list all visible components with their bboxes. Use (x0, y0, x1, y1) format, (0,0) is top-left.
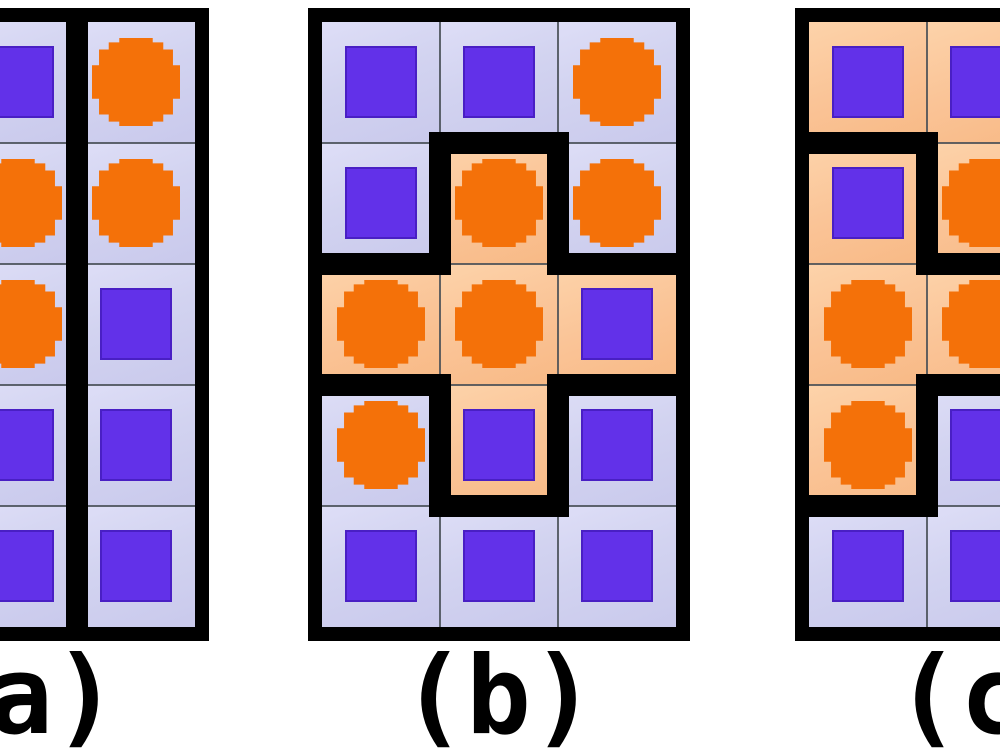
orange-disc-marker (942, 159, 1000, 247)
grid-line (809, 384, 1000, 386)
region-border (798, 495, 938, 517)
grid-line (0, 142, 195, 144)
panel-grid (0, 11, 195, 638)
orange-disc-marker (92, 38, 180, 126)
grid-line (322, 263, 676, 265)
orange-disc-marker (337, 280, 425, 368)
panel-label-a: (a) (0, 634, 119, 750)
panel-grid (311, 22, 687, 627)
grid-line (0, 384, 195, 386)
orange-disc-marker (337, 401, 425, 489)
purple-square-marker (950, 46, 1000, 118)
purple-square-marker (581, 409, 653, 481)
purple-square-marker (345, 46, 417, 118)
orange-disc-marker (824, 280, 912, 368)
orange-disc-marker (455, 280, 543, 368)
panel-a (0, 8, 209, 641)
purple-square-marker (581, 530, 653, 602)
region-border (916, 374, 938, 517)
purple-square-marker (832, 46, 904, 118)
region-border (916, 132, 938, 275)
orange-disc-marker (573, 38, 661, 126)
grid-line (322, 384, 676, 386)
region-border (311, 253, 451, 275)
orange-disc-marker (824, 401, 912, 489)
grid-line (926, 22, 928, 627)
grid-line (557, 22, 559, 627)
purple-square-marker (832, 167, 904, 239)
purple-square-marker (100, 530, 172, 602)
orange-disc-marker (92, 159, 180, 247)
region-border (66, 253, 88, 396)
panel-label-b: (b) (401, 634, 597, 750)
purple-square-marker (463, 409, 535, 481)
purple-square-marker (463, 530, 535, 602)
region-border (66, 132, 88, 275)
region-border (429, 132, 569, 154)
region-border (547, 374, 569, 517)
panel-grid (798, 22, 1000, 627)
grid-line (0, 263, 195, 265)
region-border (916, 253, 1000, 275)
purple-square-marker (100, 288, 172, 360)
grid-line (809, 263, 1000, 265)
purple-square-marker (345, 167, 417, 239)
purple-square-marker (832, 530, 904, 602)
purple-square-marker (0, 530, 54, 602)
purple-square-marker (0, 46, 54, 118)
orange-disc-marker (0, 280, 62, 368)
panel-c (795, 8, 1000, 641)
orange-disc-marker (573, 159, 661, 247)
orange-disc-marker (455, 159, 543, 247)
region-border (798, 132, 938, 154)
region-border (66, 374, 88, 517)
purple-square-marker (950, 409, 1000, 481)
region-border (66, 495, 88, 638)
grid-line (439, 22, 441, 627)
purple-square-marker (100, 409, 172, 481)
region-border (547, 253, 687, 275)
region-border (429, 374, 451, 517)
panel-label-c: (c) (895, 634, 1000, 750)
purple-square-marker (950, 530, 1000, 602)
region-border (429, 132, 451, 275)
region-border (66, 11, 88, 154)
purple-square-marker (345, 530, 417, 602)
region-border (429, 495, 569, 517)
orange-disc-marker (942, 280, 1000, 368)
region-border (547, 132, 569, 275)
panel-b (308, 8, 690, 641)
purple-square-marker (0, 409, 54, 481)
orange-disc-marker (0, 159, 62, 247)
grid-line (0, 505, 195, 507)
region-border (547, 374, 687, 396)
purple-square-marker (581, 288, 653, 360)
region-border (311, 374, 451, 396)
purple-square-marker (463, 46, 535, 118)
